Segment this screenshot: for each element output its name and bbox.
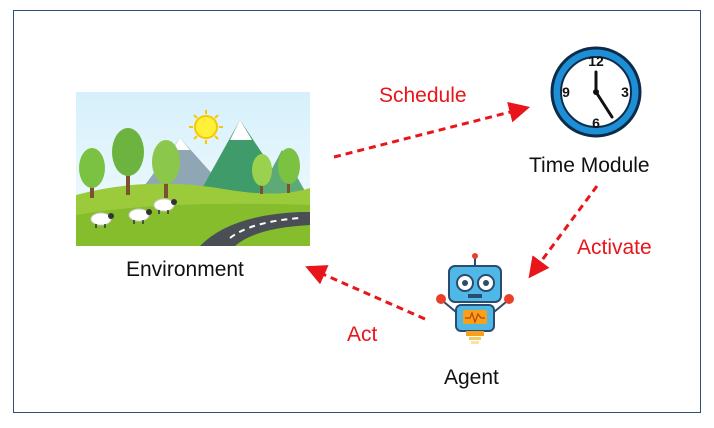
tree-icon: [112, 128, 144, 195]
agent-label: Agent: [444, 366, 499, 389]
time-module-label: Time Module: [529, 154, 650, 177]
environment-label: Environment: [126, 258, 244, 281]
clock-number-6: 6: [592, 115, 600, 131]
tree-icon: [278, 148, 300, 193]
schedule-label: Schedule: [379, 84, 467, 107]
sheep-icon: [153, 198, 177, 214]
landscape-illustration: [76, 92, 310, 246]
activate-label: Activate: [577, 236, 652, 259]
sheep-icon: [90, 212, 114, 228]
tree-icon: [152, 140, 180, 198]
schedule-arrow: [333, 101, 531, 159]
clock-minute-hand: [594, 90, 614, 119]
tree-icon: [79, 148, 105, 198]
act-label: Act: [347, 323, 378, 346]
clock-icon: 12 3 6 9: [550, 46, 642, 138]
activate-arrow: [528, 185, 599, 279]
act-arrow: [305, 265, 426, 321]
sun-icon: [189, 110, 223, 144]
clock-number-3: 3: [621, 84, 629, 100]
robot-icon: [436, 253, 514, 344]
clock-number-12: 12: [588, 53, 604, 69]
sheep-icon: [128, 208, 152, 224]
tree-icon: [252, 154, 272, 194]
clock-number-9: 9: [562, 84, 570, 100]
